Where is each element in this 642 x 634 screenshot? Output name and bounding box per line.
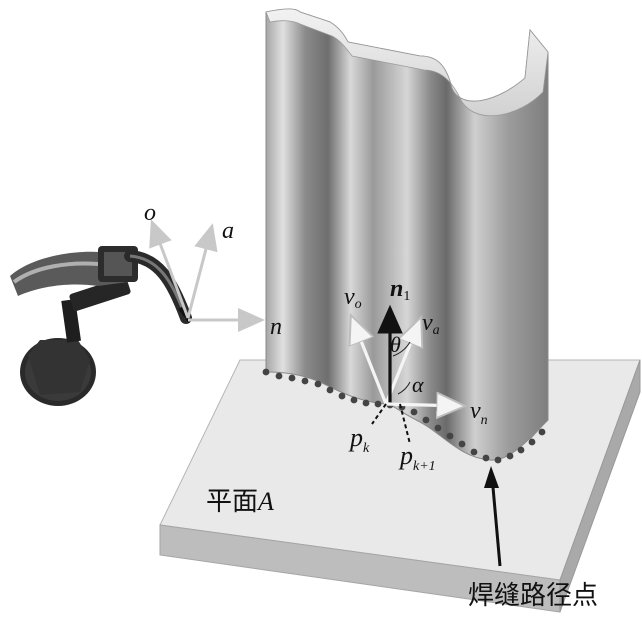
plane-a-cjk: 平面: [206, 487, 258, 517]
weld-point: [374, 400, 382, 408]
p-k-label: pk: [348, 423, 370, 456]
p-k1-label: pk+1: [398, 441, 436, 474]
weld-point-frame: [352, 304, 462, 445]
n1-sub: 1: [403, 289, 410, 304]
weld-point: [482, 454, 490, 462]
weld-point: [494, 456, 502, 464]
weld-point: [314, 380, 322, 388]
weld-path-arrow: [484, 466, 502, 567]
weld-path-label: 焊缝路径点: [468, 581, 598, 611]
curved-wall: [265, 8, 549, 461]
v-o-main: v: [344, 284, 355, 310]
plane-a-letter: A: [256, 487, 274, 516]
weld-point: [422, 416, 430, 424]
tool-n-label: n: [270, 314, 282, 340]
weld-point: [338, 392, 346, 400]
v-a-label: va: [422, 310, 440, 338]
weld-point: [288, 374, 296, 382]
v-n-sub: n: [481, 413, 488, 428]
tool-a-label: a: [222, 218, 234, 244]
weld-point: [262, 368, 270, 376]
weld-point: [506, 452, 514, 460]
weld-point: [434, 424, 442, 432]
weld-point: [446, 432, 454, 440]
weld-point: [517, 446, 525, 454]
n1-main: n: [390, 276, 403, 302]
weld-point: [410, 408, 418, 416]
v-n-main: v: [470, 398, 481, 424]
alpha-label: α: [412, 372, 424, 397]
weld-point: [528, 438, 536, 446]
weld-path-points: [262, 368, 546, 464]
v-a-sub: a: [433, 323, 440, 338]
v-n-label: vn: [470, 398, 488, 428]
tool-o-label: o: [144, 200, 156, 226]
p-k1-sub: k+1: [413, 459, 436, 474]
n1-label: n1: [390, 276, 410, 304]
weld-point: [362, 399, 370, 407]
p-k1-main: p: [398, 441, 413, 470]
v-a-main: v: [422, 310, 433, 336]
p-k-sub: k: [363, 441, 370, 456]
weld-point: [326, 386, 334, 394]
weld-point: [350, 396, 358, 404]
tool-frame: [149, 219, 265, 332]
weld-point: [275, 372, 283, 380]
plane-a-label: 平面A: [206, 487, 274, 517]
weld-point: [301, 377, 309, 385]
weld-point: [458, 440, 466, 448]
theta-label: θ: [390, 332, 401, 357]
v-o-label: vo: [344, 284, 362, 312]
p-k-main: p: [348, 423, 363, 452]
weld-point: [470, 448, 478, 456]
weld-point: [538, 428, 546, 436]
v-o-sub: o: [355, 297, 362, 312]
welding-torch-icon: [10, 246, 192, 406]
